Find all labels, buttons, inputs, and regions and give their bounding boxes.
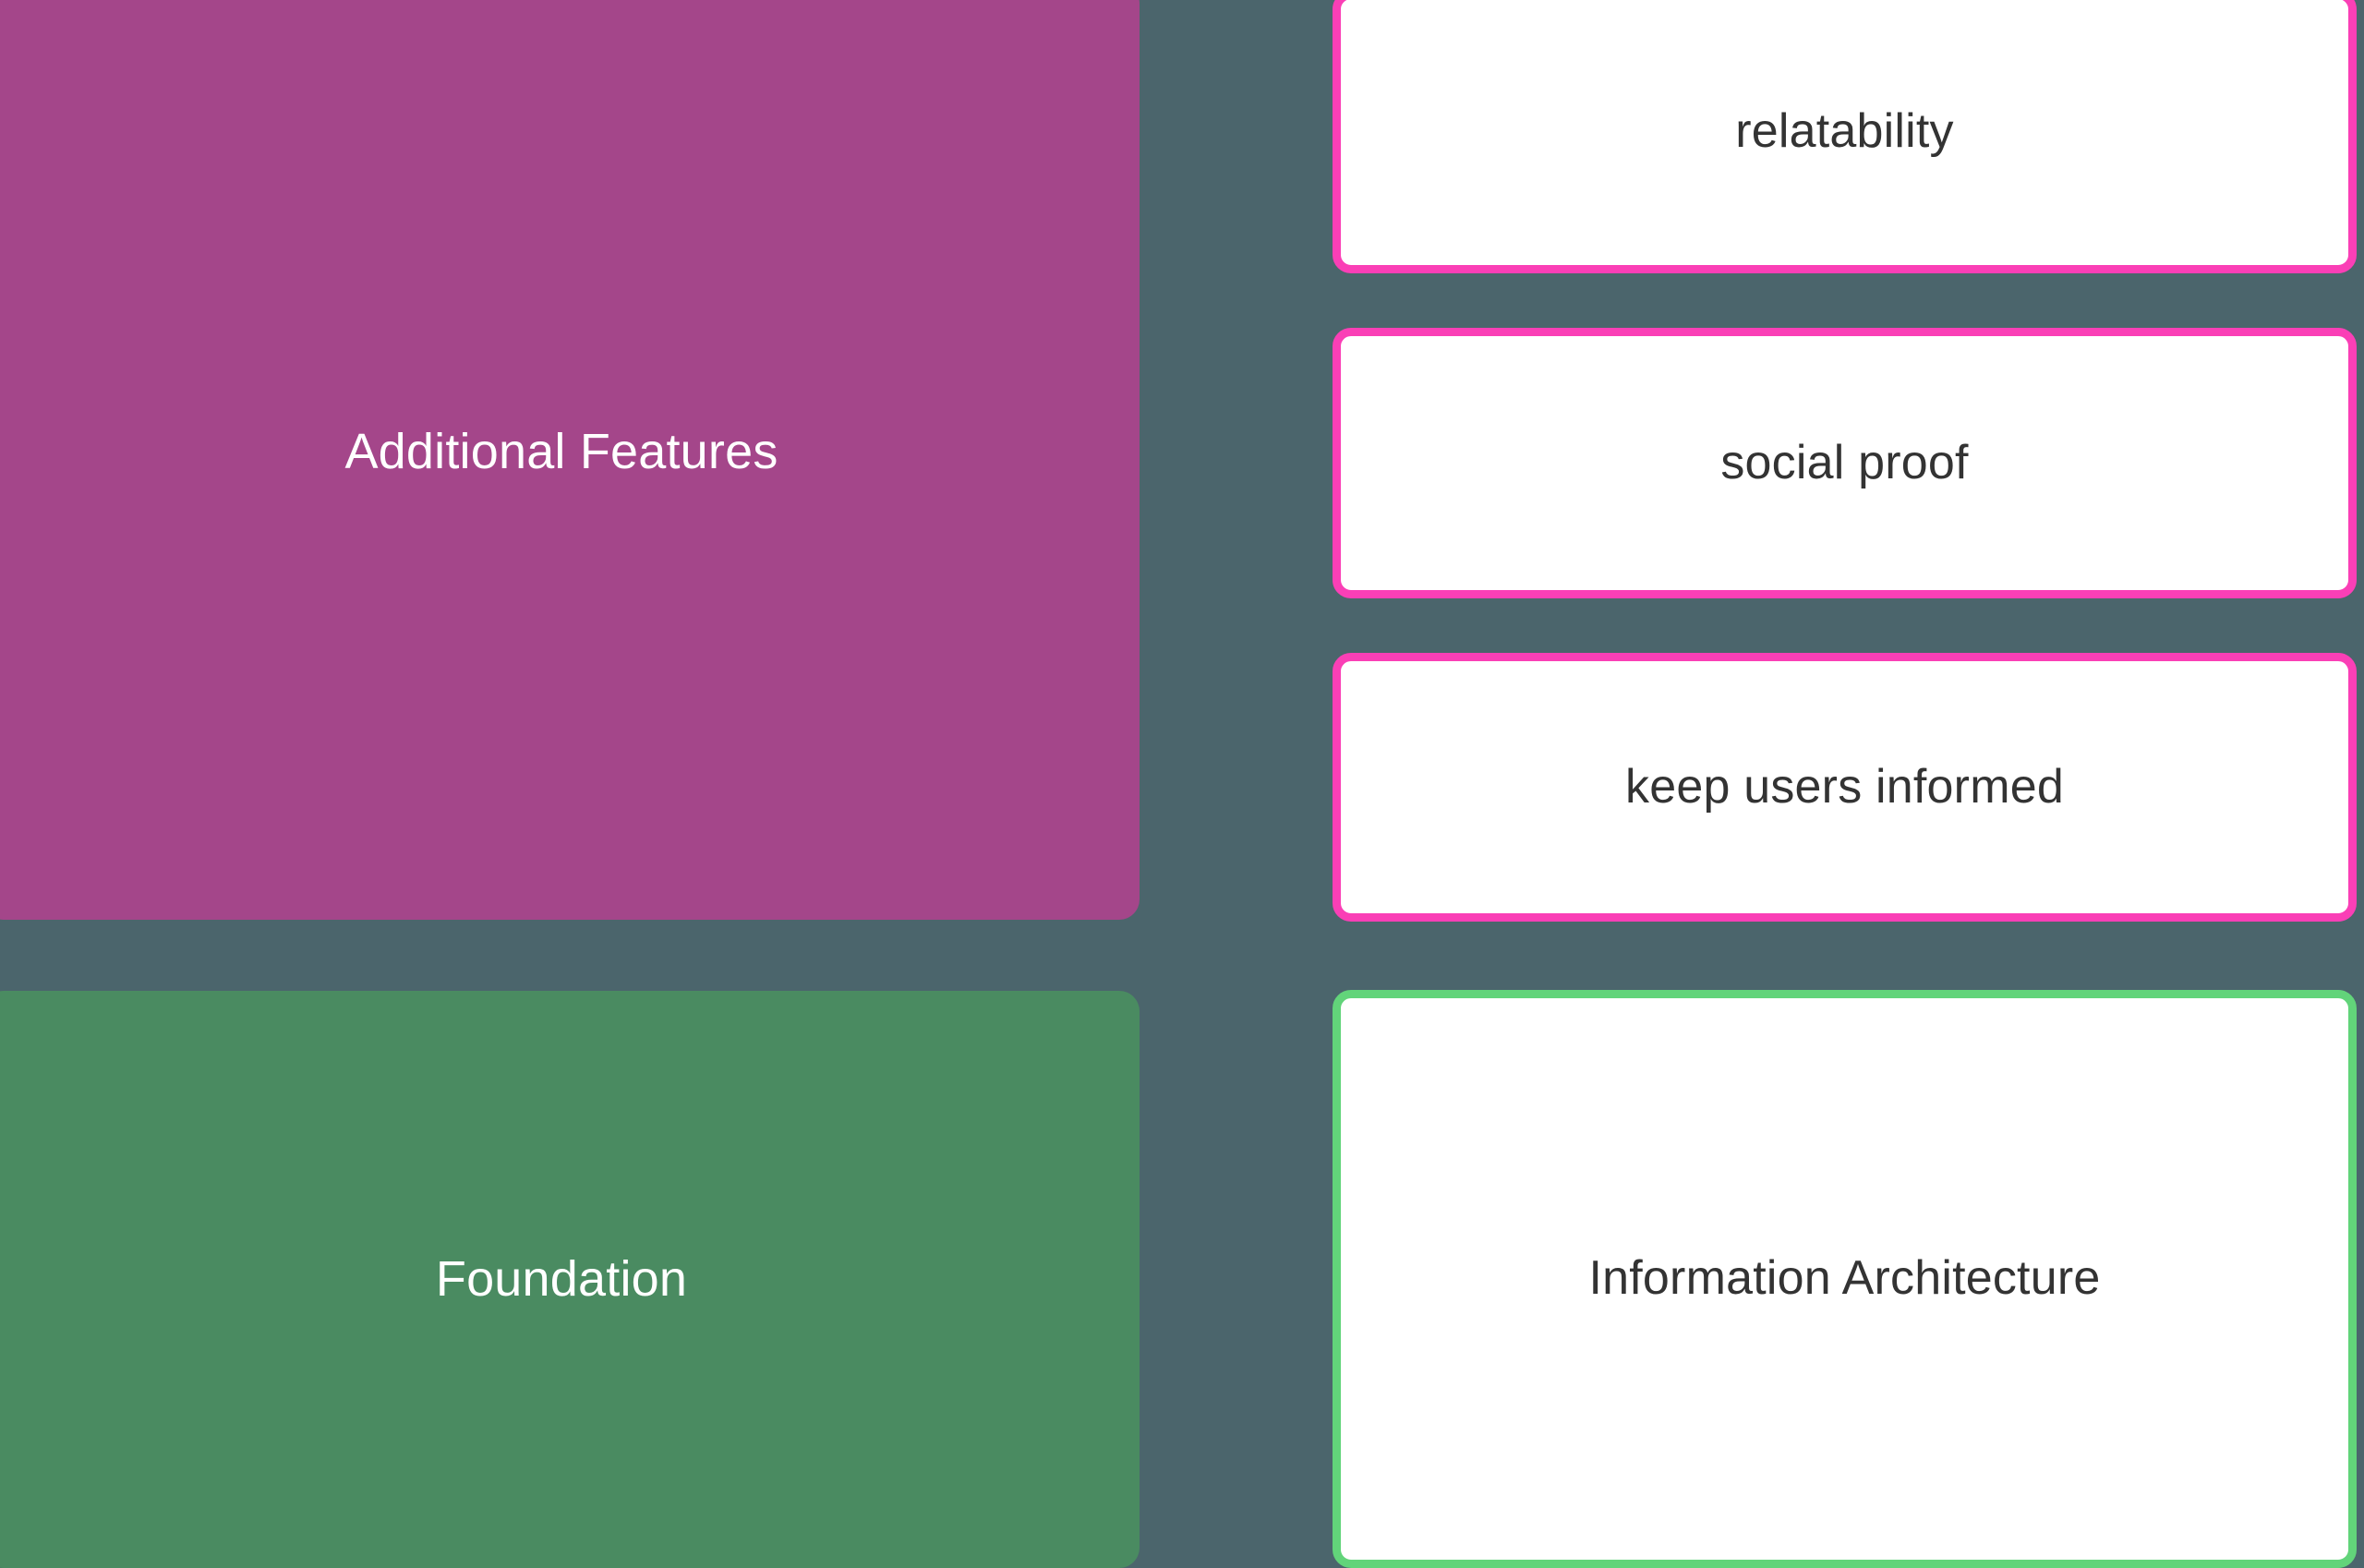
group-card-foundation[interactable]: Foundation bbox=[0, 991, 1140, 1568]
item-card-keep-users-informed[interactable]: keep users informed bbox=[1333, 653, 2357, 922]
item-card-label: social proof bbox=[1720, 435, 1969, 489]
group-card-label: Additional Features bbox=[344, 423, 778, 479]
item-card-information-architecture[interactable]: Information Architecture bbox=[1333, 990, 2357, 1568]
item-card-label: relatability bbox=[1735, 104, 1954, 159]
item-card-relatability[interactable]: relatability bbox=[1333, 0, 2357, 273]
item-card-label: keep users informed bbox=[1625, 759, 2064, 814]
group-card-additional-features[interactable]: Additional Features bbox=[0, 0, 1140, 920]
item-card-label: Information Architecture bbox=[1588, 1251, 2101, 1306]
group-card-label: Foundation bbox=[435, 1251, 688, 1308]
item-card-social-proof[interactable]: social proof bbox=[1333, 328, 2357, 598]
